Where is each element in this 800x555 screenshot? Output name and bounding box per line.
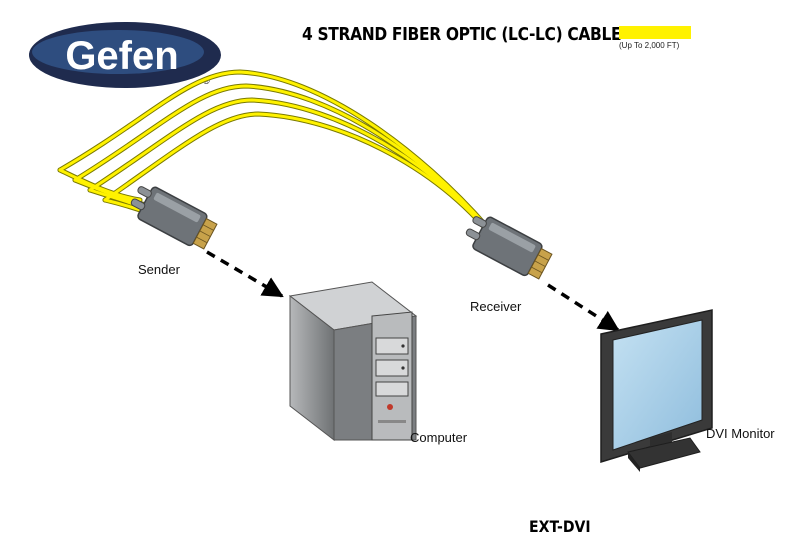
cable-title: 4 STRAND FIBER OPTIC (LC-LC) CABLE: [302, 24, 622, 45]
cable-color-swatch: [619, 26, 691, 39]
sender-label: Sender: [138, 262, 180, 277]
computer-tower-icon: [288, 281, 418, 442]
sender-connector: [130, 186, 218, 250]
logo-accent: [32, 30, 204, 74]
sender-to-computer-arrow: [206, 250, 284, 298]
model-name: EXT-DVI: [529, 517, 591, 536]
receiver-to-monitor-arrow: [547, 283, 620, 332]
logo-text: Gefen: [65, 34, 178, 78]
monitor-label: DVI Monitor: [706, 426, 775, 441]
fiber-strands: [58, 70, 505, 254]
fiber-strand-outlines: [57, 69, 506, 255]
receiver-connector: [465, 216, 553, 280]
dvi-monitor-icon: [600, 309, 713, 472]
receiver-label: Receiver: [470, 299, 522, 314]
fiber-cable: [57, 69, 506, 255]
gefen-logo: Gefen ®: [29, 22, 221, 88]
computer-label: Computer: [410, 430, 468, 445]
cable-range-note: (Up To 2,000 FT): [619, 41, 680, 50]
